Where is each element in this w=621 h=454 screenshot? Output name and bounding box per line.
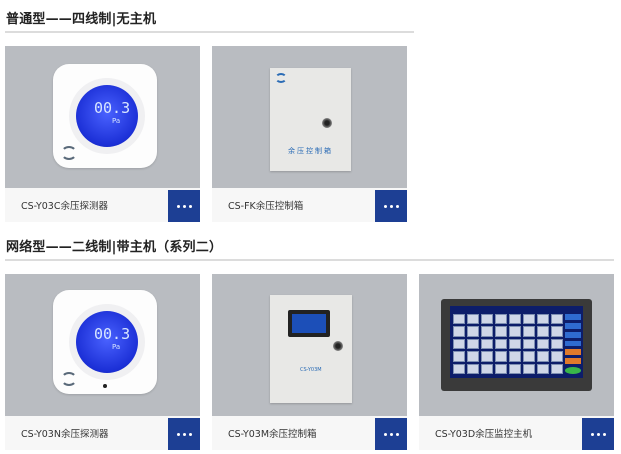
product-name[interactable]: CS-Y03D余压监控主机: [435, 429, 533, 440]
product-name[interactable]: CS-FK余压控制箱: [228, 201, 304, 212]
lock-icon: [322, 118, 332, 128]
section-title-network: 网络型——二线制|带主机（系列二）: [6, 240, 223, 255]
brand-logo-icon: [61, 372, 77, 386]
lock-icon: [333, 341, 343, 351]
product-name[interactable]: CS-Y03M余压控制箱: [228, 429, 317, 440]
more-dots-icon: [383, 432, 387, 436]
more-button[interactable]: [168, 190, 200, 222]
more-dots-icon: [383, 204, 387, 208]
product-image-fk[interactable]: 余压控制箱: [212, 46, 407, 188]
section-divider: [5, 31, 414, 33]
control-cabinet: 余压控制箱: [270, 68, 351, 171]
product-card-fk[interactable]: 余压控制箱 CS-FK余压控制箱: [212, 46, 407, 222]
product-name[interactable]: CS-Y03C余压探测器: [21, 201, 108, 212]
product-image-y03m[interactable]: CS-Y03M: [212, 274, 407, 416]
brand-logo-icon: [275, 73, 287, 83]
more-dots-icon: [176, 204, 180, 208]
product-image-y03d[interactable]: [419, 274, 614, 416]
brand-logo-icon: [61, 146, 77, 160]
section-title-standard: 普通型——四线制|无主机: [6, 12, 157, 27]
more-button[interactable]: [168, 418, 200, 450]
product-name[interactable]: CS-Y03N余压探测器: [21, 429, 109, 440]
more-dots-icon: [176, 432, 180, 436]
control-cabinet: CS-Y03M: [270, 295, 352, 403]
product-card-y03d[interactable]: CS-Y03D余压监控主机: [419, 274, 614, 450]
more-dots-icon: [590, 432, 594, 436]
section-divider: [5, 259, 614, 261]
more-button[interactable]: [582, 418, 614, 450]
product-card-y03m[interactable]: CS-Y03M CS-Y03M余压控制箱: [212, 274, 407, 450]
more-button[interactable]: [375, 190, 407, 222]
more-button[interactable]: [375, 418, 407, 450]
monitor-device: [441, 299, 592, 391]
touch-screen: [288, 310, 330, 337]
